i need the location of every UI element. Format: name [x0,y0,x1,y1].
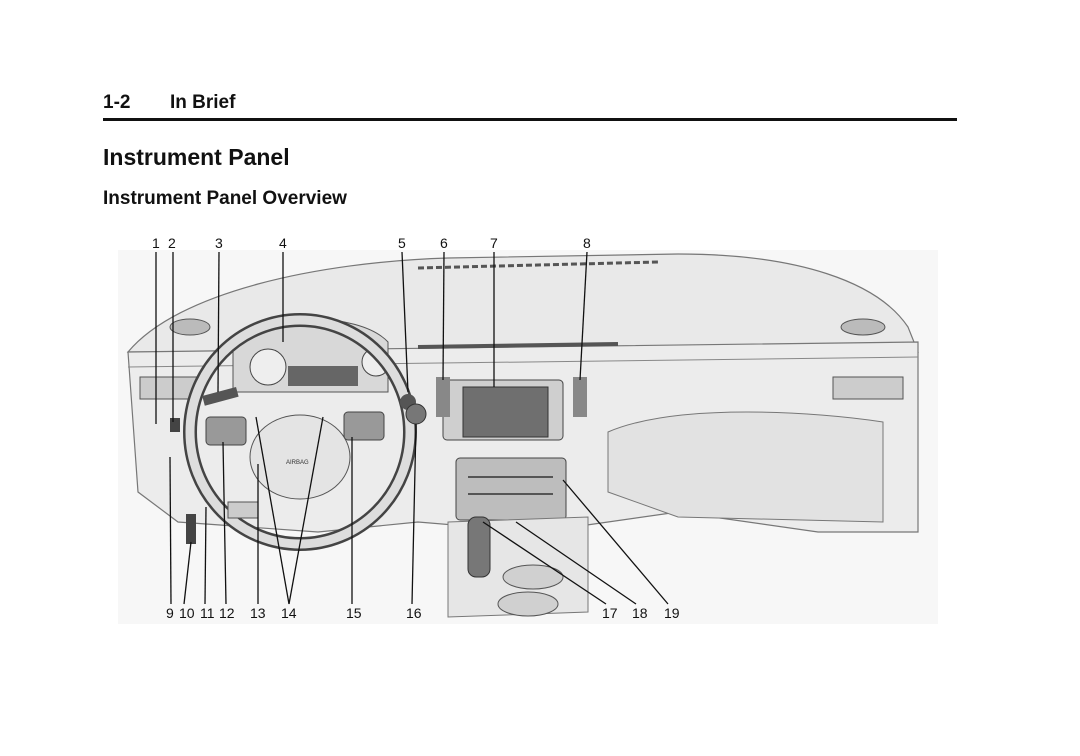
leader-12 [222,441,227,605]
leader-18 [515,521,637,605]
cupholder-rear [497,591,559,617]
dashboard-drawing: AIRBAG 1 2 3 4 5 6 7 8 9 10 [118,235,938,624]
callout-13: 13 [250,605,266,621]
leader-3 [217,251,220,393]
right-upper-vent [840,318,886,336]
leader-9 [169,456,172,605]
leader-8 [579,251,588,381]
center-vent-strip [417,342,619,349]
shift-lever [467,516,491,578]
callout-6: 6 [440,235,448,251]
page-number: 1-2 [103,92,131,113]
callout-18: 18 [632,605,648,621]
defrost-vent [417,260,659,270]
callout-8: 8 [583,235,591,251]
airbag-label: AIRBAG [286,460,309,466]
right-wheel-controls [343,411,385,441]
section-title: In Brief [170,92,236,113]
right-stack-buttons [573,377,587,417]
right-side-vent [832,376,904,400]
leader-6 [442,251,445,381]
callout-5: 5 [398,235,406,251]
callout-3: 3 [215,235,223,251]
leader-14b [288,416,324,605]
glove-box [607,411,884,523]
turn-signal-lever [202,386,239,406]
callout-14: 14 [281,605,297,621]
page-subheading: Instrument Panel Overview [103,188,347,209]
running-header: 1-2 In Brief [103,92,957,121]
steering-column [227,501,259,519]
speedometer [249,348,287,386]
leader-16 [411,423,417,605]
callout-9: 9 [166,605,174,621]
callout-11: 11 [200,605,215,621]
infotainment-screen [462,386,549,438]
callout-10: 10 [179,605,195,621]
callout-1: 1 [152,235,160,251]
bottom-leader-lines [169,416,669,605]
page-heading: Instrument Panel [103,144,290,170]
cupholder-front [502,564,564,590]
top-callouts: 1 2 3 4 5 6 7 8 [152,235,591,251]
cluster-display [288,366,358,386]
callout-12: 12 [219,605,235,621]
bottom-callouts: 9 10 11 12 13 14 15 16 17 18 19 [166,605,680,621]
leader-5 [401,251,409,393]
callout-17: 17 [602,605,618,621]
callout-2: 2 [168,235,176,251]
callout-4: 4 [279,235,287,251]
leader-19 [562,479,669,605]
leader-10 [183,541,192,605]
leader-14a [255,416,290,605]
left-upper-vent [169,318,211,336]
top-leader-lines [155,251,588,424]
callout-15: 15 [346,605,362,621]
left-wheel-controls [205,416,247,446]
hazard-buttons [436,377,450,417]
climate-control-rows [468,476,553,495]
callout-19: 19 [664,605,680,621]
light-switch [170,418,180,432]
knob-16 [405,403,427,425]
callout-7: 7 [490,235,498,251]
hood-release [186,514,196,544]
leader-11 [204,506,207,605]
instrument-panel-illustration: AIRBAG 1 2 3 4 5 6 7 8 9 10 [118,232,938,624]
leader-17 [482,521,607,605]
callout-16: 16 [406,605,422,621]
steering-wheel-hub [249,414,351,500]
climate-controls [455,457,567,521]
